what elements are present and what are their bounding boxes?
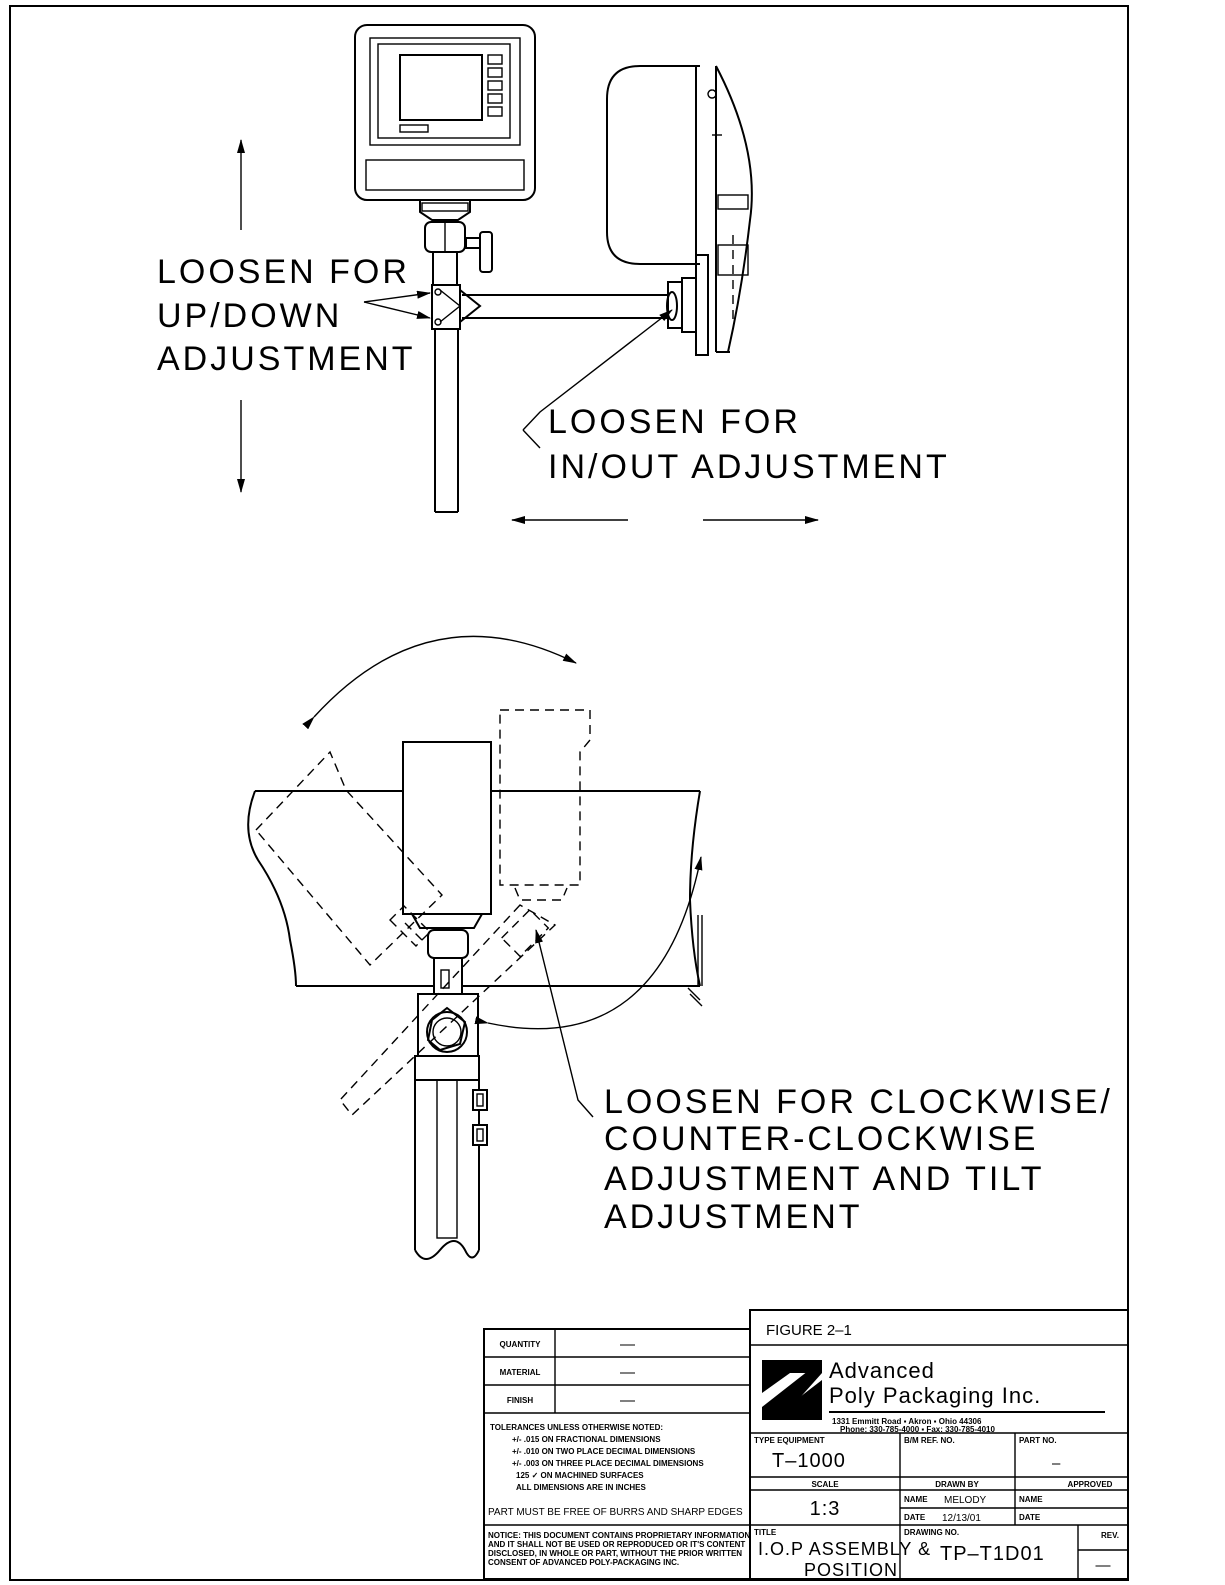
- title-block: QUANTITY — MATERIAL — FINISH — TOLERANCE…: [483, 1309, 1129, 1580]
- drawn-name: MELODY: [944, 1495, 987, 1506]
- rev-value: —: [1096, 1557, 1111, 1574]
- rev-label: REV.: [1101, 1531, 1119, 1540]
- top-view: [237, 24, 819, 524]
- burrs-note: PART MUST BE FREE OF BURRS AND SHARP EDG…: [488, 1507, 743, 1518]
- tolerance-line: ALL DIMENSIONS ARE IN INCHES: [516, 1483, 646, 1492]
- approved-date-label: DATE: [1019, 1513, 1041, 1522]
- notice-line: AND IT SHALL NOT BE USED OR REPRODUCED O…: [488, 1540, 745, 1549]
- label-text: LOOSEN FOR: [548, 403, 801, 441]
- company-logo: [762, 1360, 822, 1420]
- drawing-title-line2: POSITION: [804, 1560, 898, 1580]
- label-text: ADJUSTMENT AND TILT: [604, 1160, 1045, 1198]
- label-text: UP/DOWN: [157, 297, 342, 335]
- drawn-date-label: DATE: [904, 1513, 926, 1522]
- figure-label: FIGURE 2–1: [766, 1322, 852, 1339]
- title-label: TITLE: [754, 1528, 777, 1537]
- drawn-date: 12/13/01: [942, 1513, 981, 1524]
- drawn-by-label: DRAWN BY: [935, 1480, 979, 1489]
- label-text: COUNTER-CLOCKWISE: [604, 1120, 1038, 1158]
- finish-value: —: [620, 1392, 635, 1409]
- material-label: MATERIAL: [500, 1368, 541, 1377]
- part-no-value: –: [1052, 1455, 1061, 1472]
- approved-name-label: NAME: [1019, 1495, 1043, 1504]
- drawing-no-value: TP–T1D01: [940, 1543, 1045, 1565]
- company-address: 1331 Emmitt Road ▪ Akron ▪ Ohio 44306: [832, 1417, 982, 1426]
- callout-rotate: LOOSEN FOR CLOCKWISE/ COUNTER-CLOCKWISE …: [604, 1083, 1113, 1236]
- company-phone: Phone: 330-785-4000 ▪ Fax: 330-785-4010: [840, 1425, 995, 1434]
- label-text: ADJUSTMENT: [157, 340, 416, 378]
- callout-updown: LOOSEN FOR UP/DOWN ADJUSTMENT: [157, 253, 416, 378]
- callout-inout: LOOSEN FOR IN/OUT ADJUSTMENT: [548, 403, 950, 486]
- company-name-line2: Poly Packaging Inc.: [829, 1383, 1041, 1408]
- tolerance-line: 125 ✓ ON MACHINED SURFACES: [516, 1471, 644, 1480]
- quantity-value: —: [620, 1336, 635, 1353]
- approved-label: APPROVED: [1068, 1480, 1113, 1489]
- company-name-line1: Advanced: [829, 1358, 935, 1383]
- material-value: —: [620, 1364, 635, 1381]
- sheet-border: [9, 5, 1129, 1581]
- notice-line: DISCLOSED, IN WHOLE OR PART, WITHOUT THE…: [488, 1549, 742, 1558]
- label-text: ADJUSTMENT: [604, 1198, 863, 1236]
- drawing-no-label: DRAWING NO.: [904, 1528, 959, 1537]
- bottom-view: [247, 635, 703, 1260]
- label-text: LOOSEN FOR CLOCKWISE/: [604, 1083, 1113, 1121]
- drawn-name-label: NAME: [904, 1495, 928, 1504]
- tolerance-line: +/- .003 ON THREE PLACE DECIMAL DIMENSIO…: [512, 1459, 704, 1468]
- label-text: LOOSEN FOR: [157, 253, 410, 291]
- tolerances-heading: TOLERANCES UNLESS OTHERWISE NOTED:: [490, 1423, 663, 1432]
- type-equipment-value: T–1000: [772, 1450, 846, 1472]
- scale-label: SCALE: [811, 1480, 839, 1489]
- part-no-label: PART NO.: [1019, 1436, 1057, 1445]
- bm-ref-label: B/M REF. NO.: [904, 1436, 955, 1445]
- notice-line: CONSENT OF ADVANCED POLY-PACKAGING INC.: [488, 1558, 679, 1567]
- tolerance-line: +/- .010 ON TWO PLACE DECIMAL DIMENSIONS: [512, 1447, 696, 1456]
- scale-value: 1:3: [810, 1498, 841, 1520]
- label-text: IN/OUT ADJUSTMENT: [548, 448, 950, 486]
- notice-line: NOTICE: THIS DOCUMENT CONTAINS PROPRIETA…: [488, 1531, 750, 1540]
- finish-label: FINISH: [507, 1396, 533, 1405]
- drawing-title-line1: I.O.P ASSEMBLY &: [758, 1539, 931, 1559]
- quantity-label: QUANTITY: [500, 1340, 542, 1349]
- type-equipment-label: TYPE EQUIPMENT: [754, 1436, 825, 1445]
- tolerance-line: +/- .015 ON FRACTIONAL DIMENSIONS: [512, 1435, 661, 1444]
